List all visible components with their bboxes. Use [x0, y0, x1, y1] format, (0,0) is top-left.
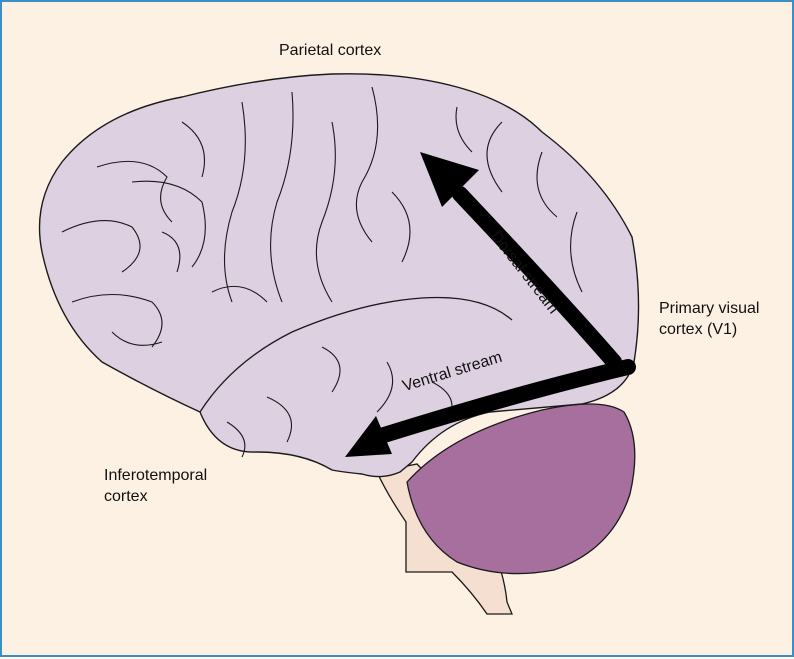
label-inferotemporal-line1: Inferotemporal [104, 465, 207, 486]
label-primary-visual-cortex: Primary visual cortex (V1) [659, 298, 759, 340]
label-inferotemporal-line2: cortex [104, 486, 207, 507]
label-primary-visual-line1: Primary visual [659, 298, 759, 319]
label-primary-visual-line2: cortex (V1) [659, 319, 759, 340]
label-parietal-cortex: Parietal cortex [279, 40, 381, 61]
label-inferotemporal-cortex: Inferotemporal cortex [104, 465, 207, 507]
